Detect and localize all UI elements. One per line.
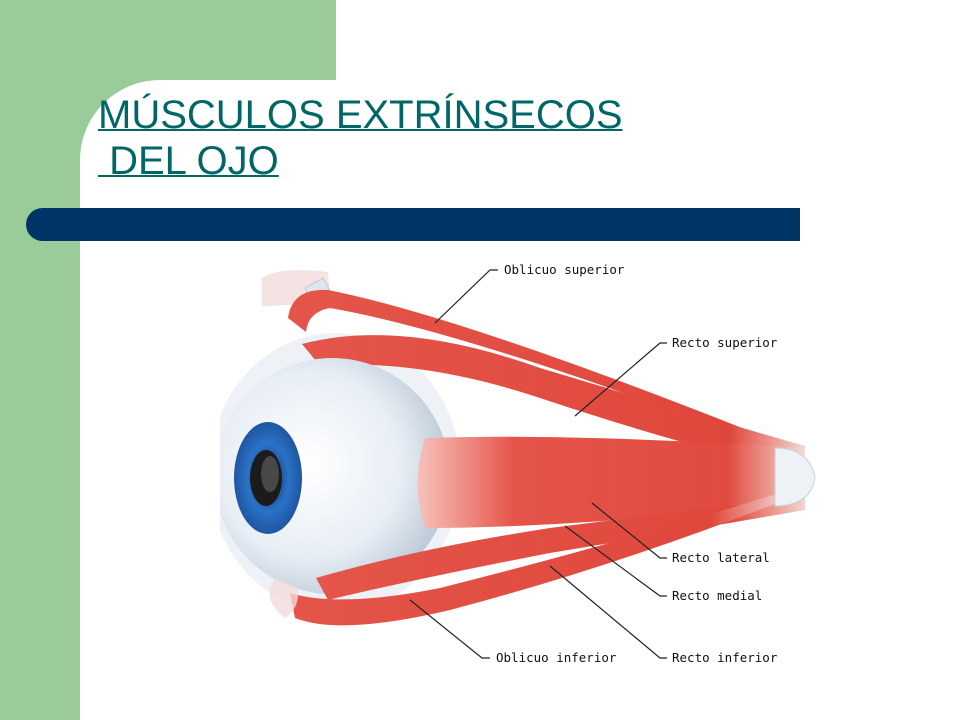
side-band [0, 0, 80, 720]
leader-recto-medial [564, 525, 667, 597]
muscle-oblicuo-superior [288, 289, 805, 460]
title-link[interactable]: MÚSCULOS EXTRÍNSECOS DEL OJO [98, 92, 623, 184]
label-recto-superior: Recto superior [672, 335, 778, 350]
inferior-oblique-origin [269, 578, 299, 618]
leader-oblicuo-inferior [409, 599, 490, 659]
muscle-recto-superior [302, 335, 805, 473]
label-recto-medial: Recto medial [672, 588, 762, 603]
title-line-1: MÚSCULOS EXTRÍNSECOS [98, 93, 623, 137]
eye-muscles-illustration: Oblicuo superior Recto superior Recto la… [220, 262, 816, 665]
label-recto-inferior: Recto inferior [672, 650, 778, 665]
muscle-recto-lateral [417, 436, 805, 528]
muscle-oblicuo-inferior [290, 493, 785, 626]
title-rule-bar [26, 208, 800, 241]
leader-oblicuo-superior [434, 269, 498, 324]
leader-recto-inferior [549, 565, 667, 659]
leader-recto-superior [574, 342, 667, 417]
pupil-reflection [261, 456, 279, 492]
label-oblicuo-inferior: Oblicuo inferior [496, 650, 617, 665]
slide-title: MÚSCULOS EXTRÍNSECOS DEL OJO [98, 92, 623, 184]
label-recto-lateral: Recto lateral [672, 550, 770, 565]
eye-muscles-diagram: Oblicuo superior Recto superior Recto la… [220, 248, 820, 678]
label-oblicuo-superior: Oblicuo superior [504, 262, 625, 277]
leader-recto-lateral [591, 502, 667, 559]
top-corner-band [80, 0, 336, 80]
title-line-2: DEL OJO [98, 139, 279, 183]
eyeball [220, 358, 450, 594]
annulus-of-zinn [774, 447, 816, 507]
